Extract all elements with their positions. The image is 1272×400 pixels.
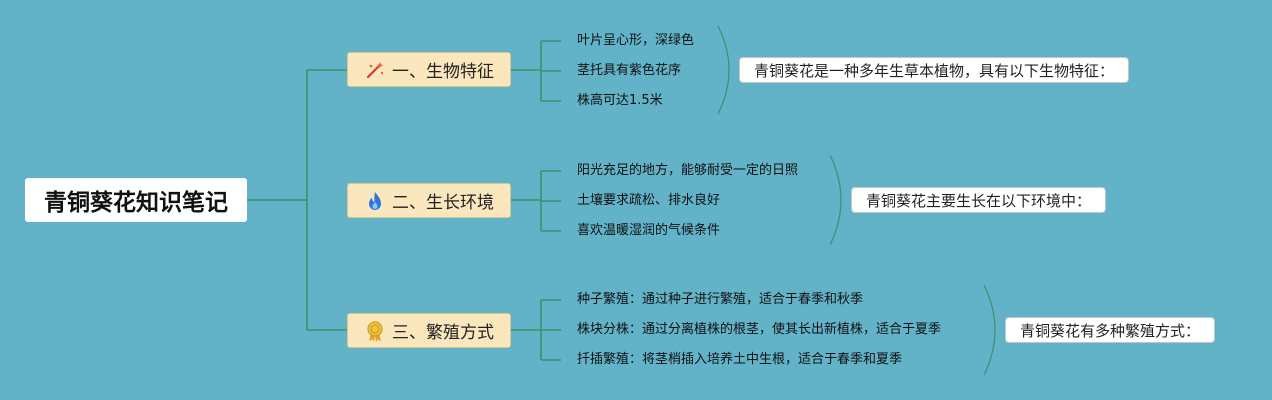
branch-label: 一、生物特征 (392, 62, 494, 82)
medal-icon (364, 320, 386, 342)
summary-biological-features[interactable]: 青铜葵花是一种多年生草本植物，具有以下生物特征： (739, 57, 1130, 83)
leaf-item[interactable]: 阳光充足的地方，能够耐受一定的日照 (577, 163, 799, 178)
summary-text: 青铜葵花主要生长在以下环境中： (866, 191, 1092, 210)
connector-b3 (511, 299, 561, 361)
leaf-item[interactable]: 株块分株：通过分离植株的根茎，使其长出新植株，适合于夏季 (577, 322, 942, 337)
leaf-item[interactable]: 扦插繁殖：将茎梢插入培养土中生根，适合于春季和夏季 (577, 352, 903, 367)
leaf-item[interactable]: 茎托具有紫色花序 (577, 63, 682, 78)
branch-label: 三、繁殖方式 (392, 323, 494, 343)
summary-propagation-methods[interactable]: 青铜葵花有多种繁殖方式： (1005, 317, 1216, 343)
branch-growth-environment[interactable]: 二、生长环境 (347, 183, 511, 218)
leaf-item[interactable]: 喜欢温暖湿润的气候条件 (577, 223, 721, 238)
connector-b1 (511, 40, 561, 102)
magic-wand-icon (364, 59, 386, 81)
root-topic[interactable]: 青铜葵花知识笔记 (25, 178, 247, 222)
leaf-item[interactable]: 种子繁殖：通过种子进行繁殖，适合于春季和秋季 (577, 292, 864, 307)
leaf-item[interactable]: 叶片呈心形，深绿色 (577, 33, 695, 48)
summary-bracket-3 (983, 284, 996, 376)
summary-bracket-1 (717, 25, 730, 115)
root-title: 青铜葵花知识笔记 (44, 190, 228, 216)
leaf-item[interactable]: 株高可达1.5米 (577, 93, 663, 108)
branch-biological-features[interactable]: 一、生物特征 (347, 52, 511, 87)
leaf-item[interactable]: 土壤要求疏松、排水良好 (577, 193, 721, 208)
summary-text: 青铜葵花是一种多年生草本植物，具有以下生物特征： (754, 61, 1115, 80)
summary-text: 青铜葵花有多种繁殖方式： (1020, 321, 1201, 340)
branch-label: 二、生长环境 (392, 193, 494, 213)
flame-icon (364, 190, 386, 212)
branch-propagation-methods[interactable]: 三、繁殖方式 (347, 313, 511, 348)
summary-growth-environment[interactable]: 青铜葵花主要生长在以下环境中： (851, 187, 1107, 213)
summary-bracket-2 (829, 154, 842, 246)
connector-b2 (511, 170, 561, 232)
